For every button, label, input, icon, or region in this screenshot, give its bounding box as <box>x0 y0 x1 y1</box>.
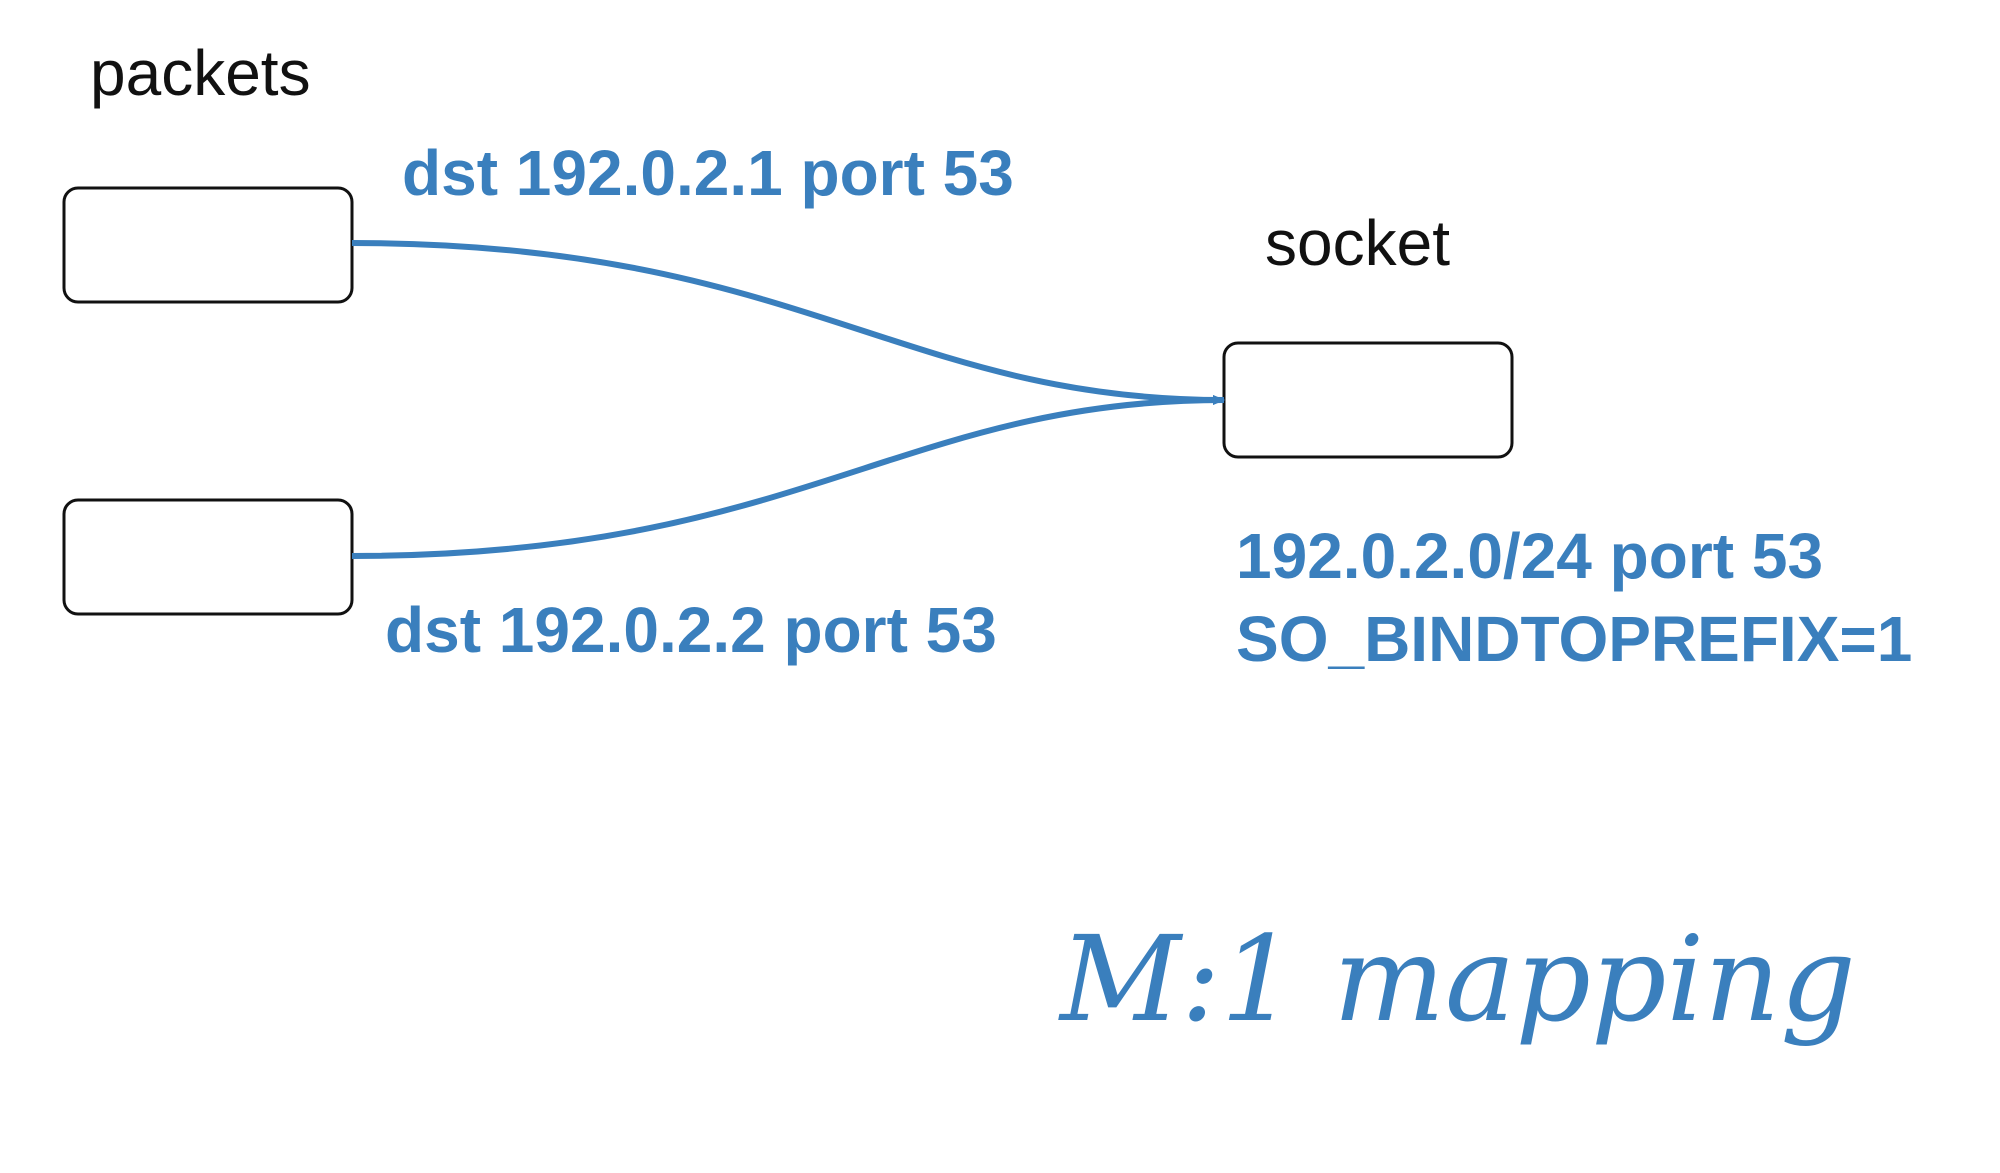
arrow-bottom <box>351 395 1225 559</box>
edge-label-bottom: dst 192.0.2.2 port 53 <box>385 594 997 666</box>
packet-box-bottom <box>62 498 354 616</box>
arrow-top <box>351 240 1225 405</box>
socket-info-line1: 192.0.2.0/24 port 53 <box>1236 520 1823 592</box>
mapping-caption: M:1 mapping <box>1058 910 1856 1048</box>
socket-label: socket <box>1265 207 1450 279</box>
packet-box-top <box>62 186 354 304</box>
edge-label-top: dst 192.0.2.1 port 53 <box>402 137 1014 209</box>
packets-label: packets <box>90 37 311 109</box>
socket-box <box>1222 341 1514 459</box>
socket-info-line2: SO_BINDTOPREFIX=1 <box>1236 603 1912 675</box>
